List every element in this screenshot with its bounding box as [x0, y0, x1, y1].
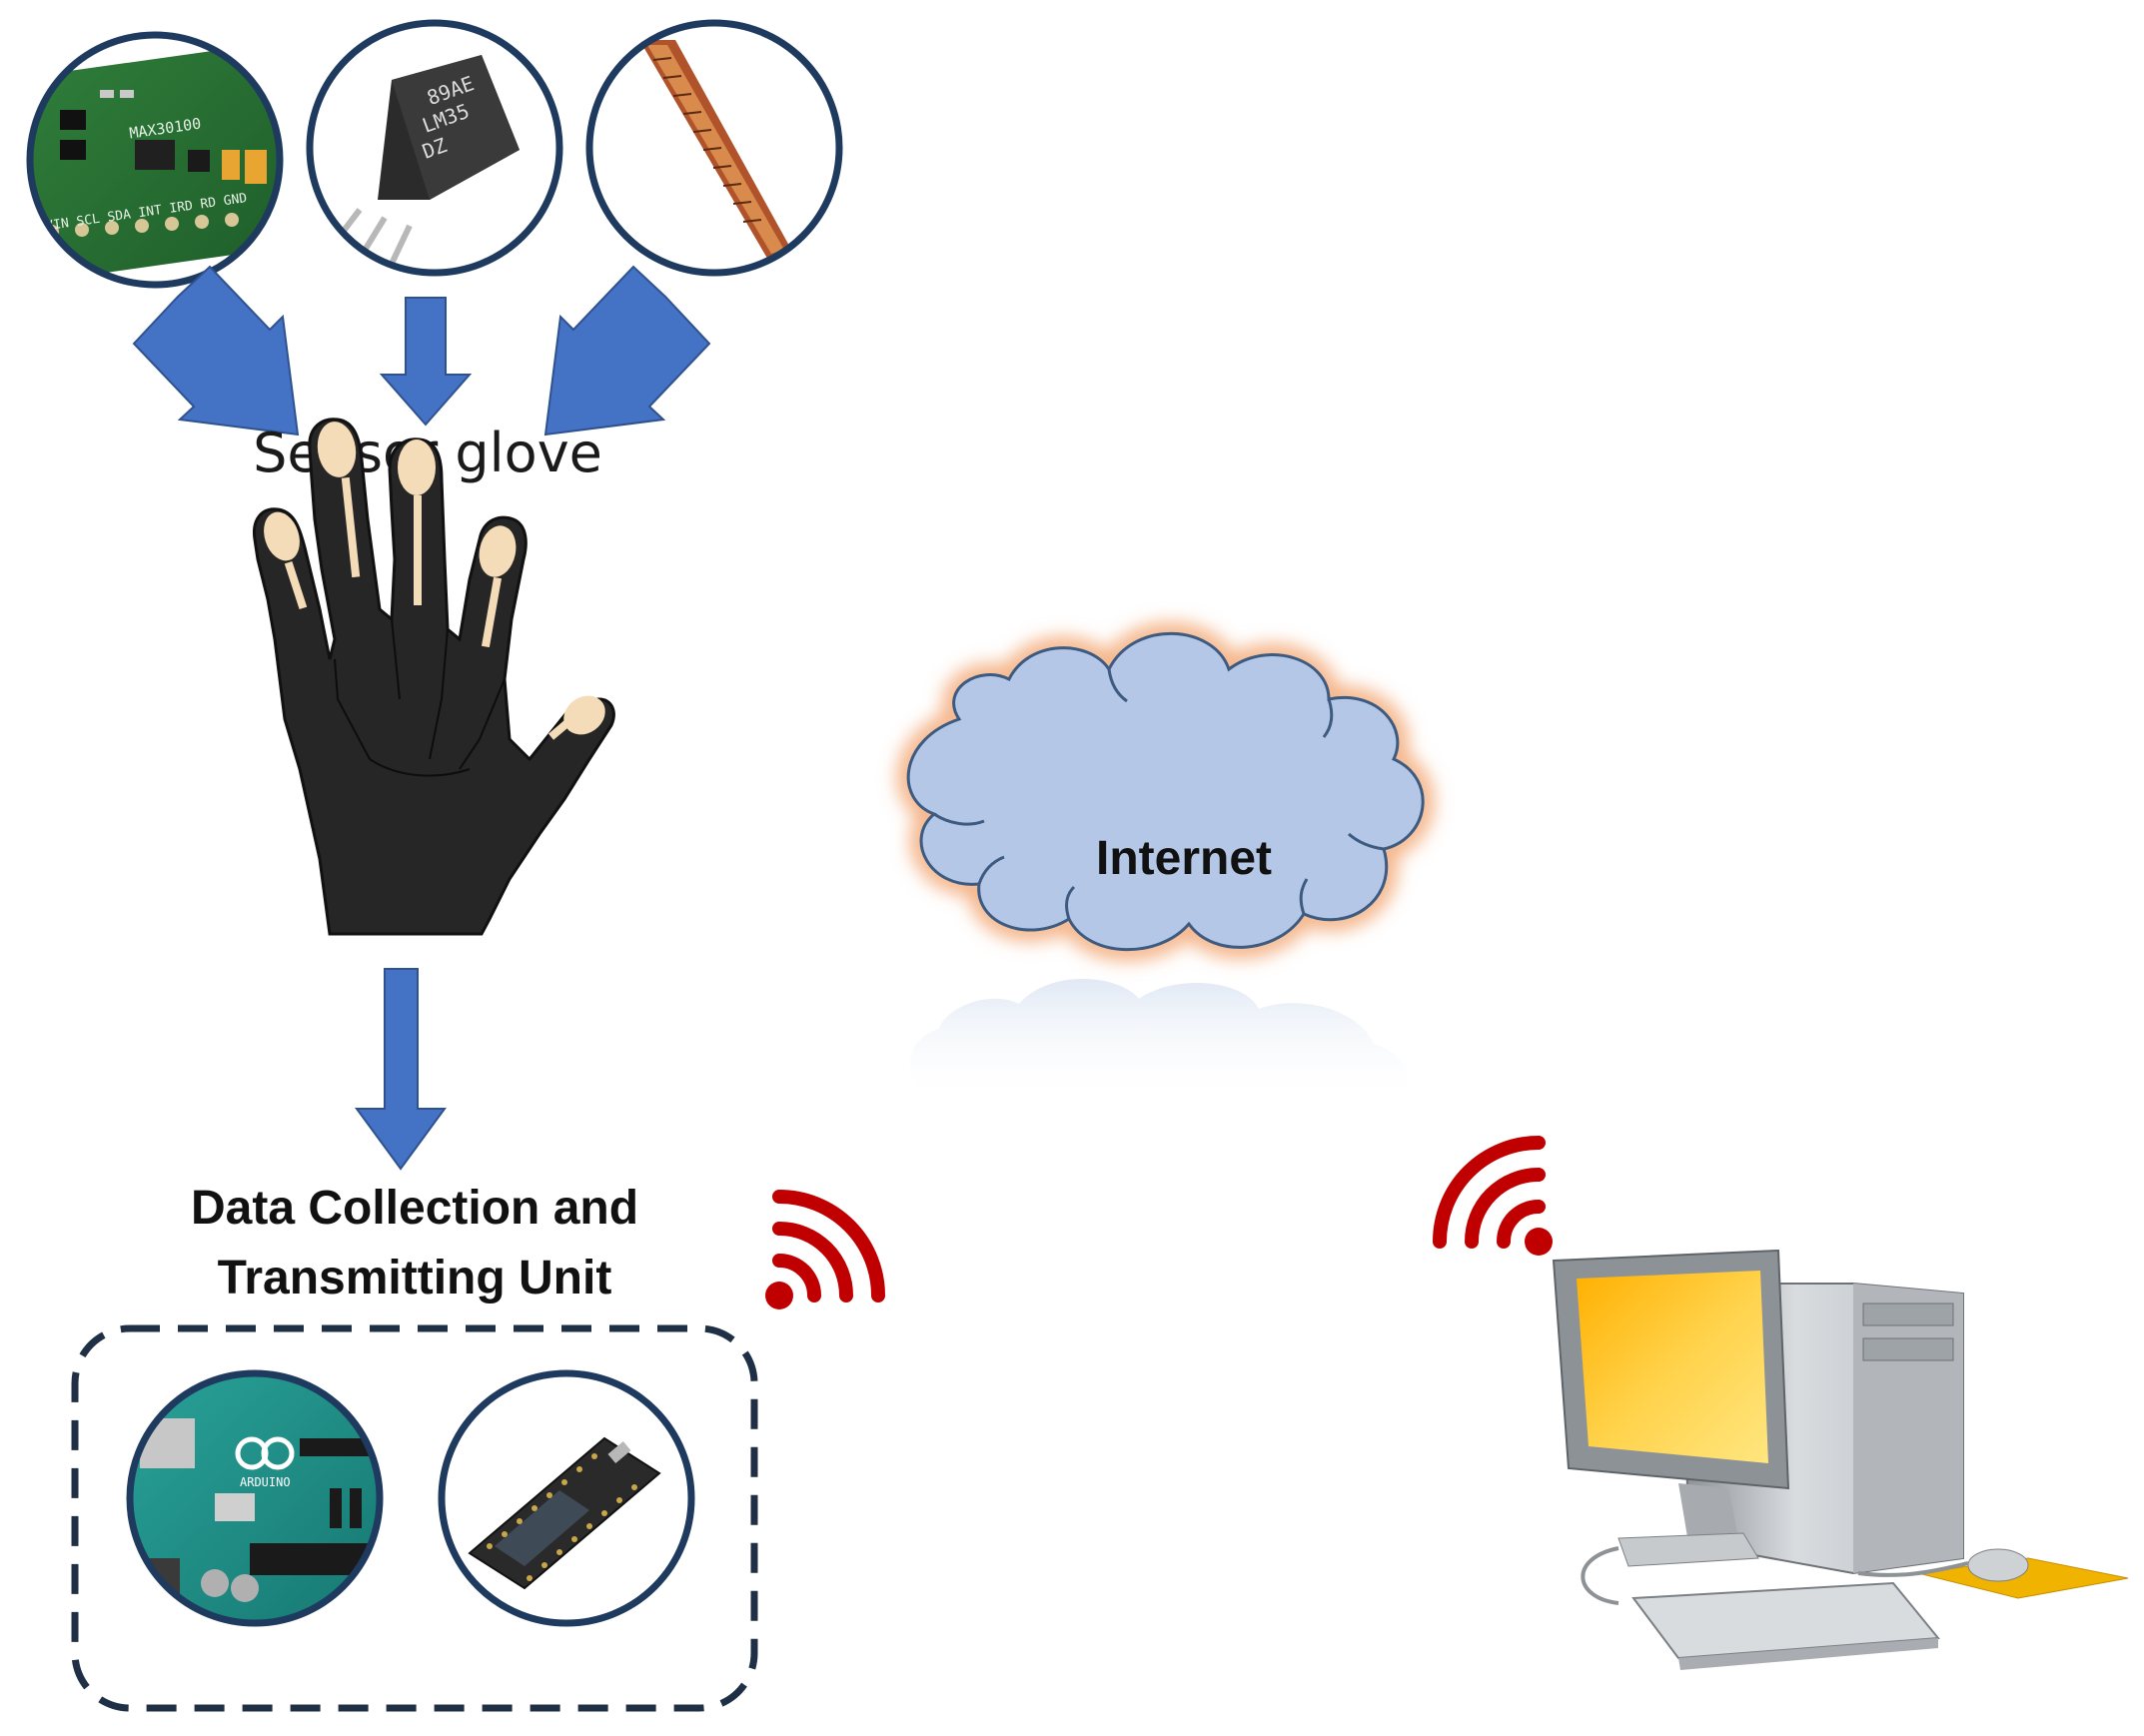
arrow-glove-to-unit — [355, 968, 447, 1171]
sensor-circle-frame — [585, 19, 843, 277]
arrow-right-sensor — [543, 265, 711, 436]
pulse-oximeter-sensor: MAX30100 VIN SCL SDA INT IRD RD GND — [26, 31, 284, 289]
flex-sensor — [585, 19, 843, 277]
fingertip-index — [479, 525, 517, 577]
wifi-signal-icon-computer — [1433, 1136, 1553, 1256]
nodemcu-board — [438, 1369, 695, 1627]
board-circle-frame — [126, 1369, 384, 1627]
fingertip-thumb — [563, 695, 605, 735]
unit-label-line2: Transmitting Unit — [218, 1252, 612, 1304]
internet-cloud: Internet — [897, 622, 1435, 961]
transmitting-unit-box — [71, 1324, 758, 1712]
temperature-sensor: 89AE LM35 DZ — [306, 19, 563, 277]
arduino-board: ARDUINO — [126, 1369, 384, 1627]
cloud-reflection — [910, 979, 1407, 1104]
sensor-circle-frame — [306, 19, 563, 277]
fingertip-middle — [398, 439, 436, 495]
wifi-signal-icon-unit — [765, 1190, 885, 1309]
fingertip-pinky — [264, 511, 300, 561]
sensor-glove-illustration — [252, 418, 615, 936]
arrow-center-sensor — [379, 297, 473, 427]
internet-label: Internet — [1096, 832, 1272, 885]
unit-label-line1: Data Collection and — [191, 1182, 638, 1235]
sensor-circle-frame — [26, 31, 284, 289]
arrow-left-sensor — [132, 265, 300, 436]
fingertip-ring — [317, 422, 357, 477]
arduino-board-marking: ARDUINO — [240, 1475, 291, 1489]
board-circle-frame — [438, 1369, 695, 1627]
computer-illustration — [1552, 1249, 2129, 1670]
sensor-to-glove-arrows — [132, 265, 711, 436]
